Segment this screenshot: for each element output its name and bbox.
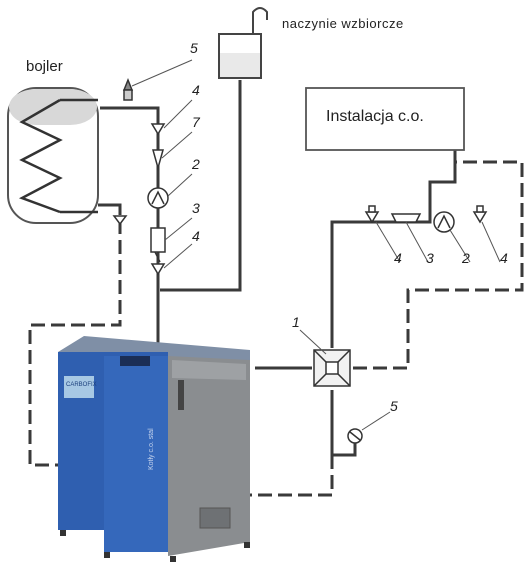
label-valve-right-b: 4: [500, 250, 508, 266]
label-filter-right: 3: [426, 250, 434, 266]
label-filter-left: 3: [192, 200, 200, 216]
label-valve-lower: 4: [192, 228, 200, 244]
boiler-side-text: Kotły c.o. stal: [148, 428, 155, 470]
instalacja-box: [305, 87, 465, 151]
label-valve-right-a: 4: [394, 250, 402, 266]
label-check-valve: 7: [192, 114, 200, 130]
supply-pipes: [98, 80, 457, 457]
bojler-label: bojler: [26, 58, 63, 75]
label-mixing-valve: 1: [292, 314, 300, 330]
leader-lines: [131, 59, 501, 431]
label-pump-right: 2: [462, 250, 470, 266]
return-pipes: [28, 150, 524, 497]
bojler-tank: [7, 87, 99, 224]
right-circuit-components: [313, 205, 488, 444]
left-circuit-components: [112, 77, 169, 276]
label-valve-upper: 4: [192, 82, 200, 98]
boiler-panel-text: CARBOFIX: [66, 382, 97, 388]
label-safety-valve-bottom: 5: [390, 398, 398, 414]
expansion-vessel: [218, 7, 268, 79]
central-heating-boiler: [58, 336, 250, 562]
label-pump-left: 2: [192, 156, 200, 172]
instalacja-co-label: Instalacja c.o.: [326, 108, 424, 125]
label-safety-valve-top: 5: [190, 40, 198, 56]
naczynie-wzbiorcze-label: naczynie wzbiorcze: [282, 16, 404, 31]
